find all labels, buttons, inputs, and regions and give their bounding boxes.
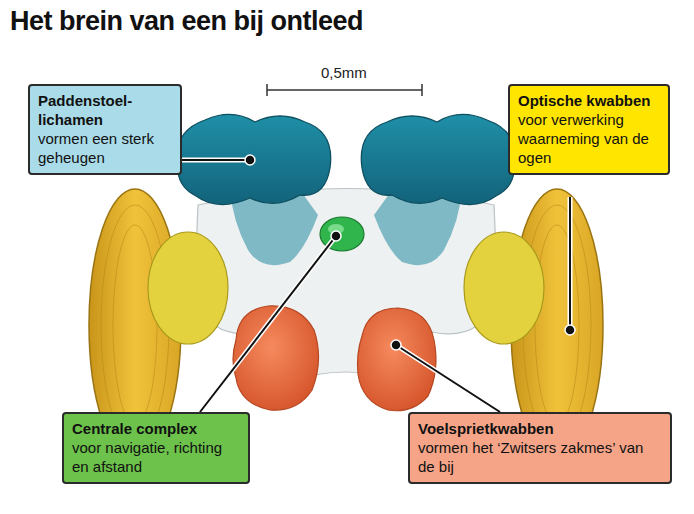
leader-lines xyxy=(181,155,575,412)
antennal-lobe xyxy=(358,308,437,411)
antennal-lobe xyxy=(233,306,319,410)
scale-bar xyxy=(267,84,422,96)
callout-heading: Paddenstoel- lichamen xyxy=(38,91,172,129)
mushroom-body xyxy=(361,114,515,204)
dimension-label: 0,5mm xyxy=(321,64,367,81)
callout-heading: Voelsprietkwabben xyxy=(418,419,662,438)
callout-box: Centrale complexvoor navigatie, richting… xyxy=(62,412,250,484)
diagram-title: Het brein van een bij ontleed xyxy=(10,6,363,37)
callout-text: vormen een sterk geheugen xyxy=(38,129,172,167)
inner-optic-lobe xyxy=(148,232,228,344)
callout-text: vormen het ‘Zwitsers zakmes’ van de bij xyxy=(418,438,662,476)
callout-text: voor navigatie, richting en afstand xyxy=(72,438,240,476)
callout-heading: Centrale complex xyxy=(72,419,240,438)
callout-box: Voelsprietkwabbenvormen het ‘Zwitsers za… xyxy=(408,412,672,484)
inner-optic-lobe xyxy=(464,232,544,344)
callout-heading: Optische kwabben xyxy=(518,91,660,110)
callout-box: Optische kwabbenvoor verwerking waarnemi… xyxy=(508,84,670,175)
mushroom-body xyxy=(177,114,331,204)
callout-text: voor verwerking waarneming van de ogen xyxy=(518,110,660,167)
callout-box: Paddenstoel- lichamenvormen een sterk ge… xyxy=(28,84,182,175)
